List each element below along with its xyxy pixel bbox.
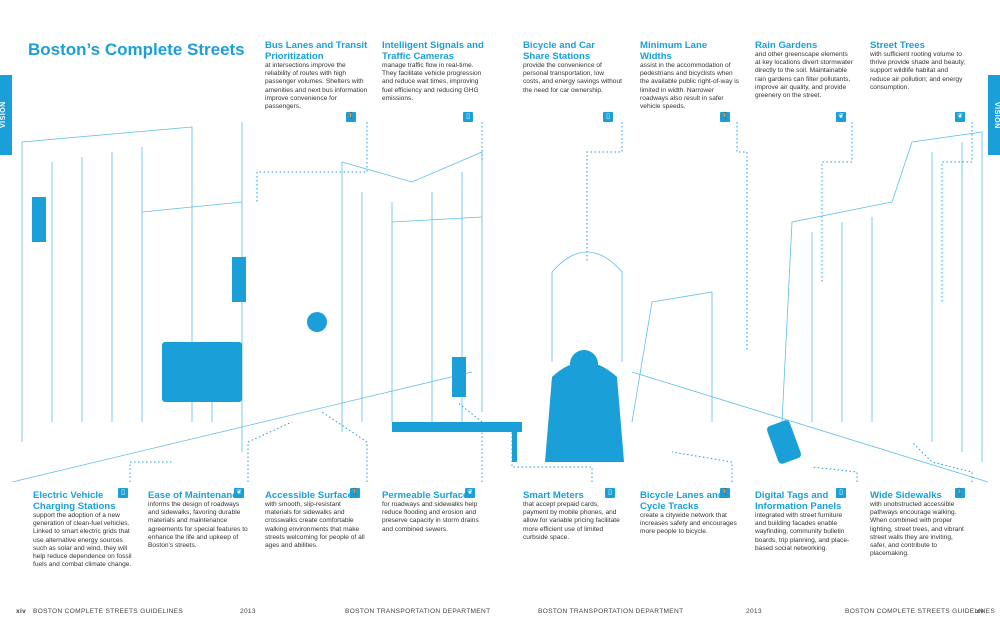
- callout-text: that accept prepaid cards, payment by mo…: [523, 501, 620, 541]
- page-title: Boston’s Complete Streets: [28, 40, 245, 59]
- walk-icon: 🚶: [720, 488, 730, 498]
- walk-icon: 🚶: [955, 488, 965, 498]
- footer-guide-left: BOSTON COMPLETE STREETS GUIDELINES: [33, 608, 184, 615]
- footer-page-left: xiv: [16, 608, 27, 615]
- mid-building: [341, 151, 483, 432]
- callout-bicycle-lanes: Bicycle Lanes and Cycle Tracks create a …: [640, 490, 740, 537]
- callout-heading: Rain Gardens: [755, 40, 818, 51]
- callout-heading: Minimum Lane Widths: [640, 40, 708, 62]
- phone-icon: ▯: [603, 112, 613, 122]
- phone-icon: ▯: [463, 112, 473, 122]
- bus: [162, 342, 242, 402]
- phone-icon: ▯: [118, 488, 128, 498]
- callout-heading: Bus Lanes and Transit Prioritization: [265, 40, 368, 62]
- callout-heading: Wide Sidewalks: [870, 490, 942, 501]
- right-building: [781, 131, 983, 462]
- callout-text: support the adoption of a new generation…: [33, 512, 132, 569]
- phone-icon: ▯: [605, 488, 615, 498]
- callout-wide-sidewalks: Wide Sidewalks with unobstructed accessi…: [870, 490, 970, 558]
- callout-smart-meters: Smart Meters that accept prepaid cards, …: [523, 490, 623, 542]
- callout-text: assist in the accommodation of pedestria…: [640, 62, 739, 111]
- callout-heading: Intelligent Signals and Traffic Cameras: [382, 40, 484, 62]
- callout-heading: Electric Vehicle Charging Stations: [33, 490, 116, 512]
- phone: [767, 420, 801, 464]
- callout-text: create a citywide network that increases…: [640, 512, 737, 536]
- callout-ev-charging: Electric Vehicle Charging Stations suppo…: [33, 490, 133, 569]
- callout-heading: Bicycle Lanes and Cycle Tracks: [640, 490, 724, 512]
- callout-heading: Digital Tags and Information Panels: [755, 490, 842, 512]
- footer-dept-right: BOSTON TRANSPORTATION DEPARTMENT: [538, 608, 684, 615]
- traffic-light: [232, 257, 246, 302]
- callout-maintenance: Ease of Maintenance informs the design o…: [148, 490, 248, 550]
- callout-bus-lanes: Bus Lanes and Transit Prioritization at …: [265, 40, 370, 111]
- callout-digital-tags: Digital Tags and Information Panels inte…: [755, 490, 855, 553]
- footer-guide-right: BOSTON COMPLETE STREETS GUIDELINES: [845, 608, 996, 615]
- side-tab-right: VISION: [988, 75, 1000, 155]
- callout-text: manage traffic flow in real-time. They f…: [382, 62, 482, 102]
- tree: [551, 251, 623, 362]
- side-tab-left: VISION: [0, 75, 12, 155]
- callout-heading: Ease of Maintenance: [148, 490, 243, 501]
- phone-icon: ▯: [836, 488, 846, 498]
- callout-text: integrated with street furniture and bui…: [755, 512, 850, 552]
- traffic-light: [32, 197, 46, 242]
- callout-text: with unobstructed accessible pathways en…: [870, 501, 964, 558]
- footer-dept-left: BOSTON TRANSPORTATION DEPARTMENT: [345, 608, 491, 615]
- callout-text: and other greenscape elements at key loc…: [755, 51, 853, 100]
- t-sign: [307, 312, 327, 332]
- leaf-icon: ❦: [836, 112, 846, 122]
- smart-meter: [452, 357, 466, 397]
- leaf-icon: ❦: [465, 488, 475, 498]
- callout-rain-gardens: Rain Gardens and other greenscape elemen…: [755, 40, 855, 100]
- callout-text: at intersections improve the reliability…: [265, 62, 368, 111]
- leaf-icon: ❦: [234, 488, 244, 498]
- bike-lane: [392, 422, 522, 432]
- footer-year-right: 2013: [746, 608, 762, 615]
- callout-text: provide the convenience of personal tran…: [523, 62, 622, 94]
- callout-heading: Street Trees: [870, 40, 925, 51]
- left-building: [21, 126, 193, 442]
- callout-street-trees: Street Trees with sufficient rooting vol…: [870, 40, 970, 92]
- footer-year-left: 2013: [240, 608, 256, 615]
- street-illustration: [12, 122, 988, 482]
- callout-heading: Bicycle and Car Share Stations: [523, 40, 595, 62]
- callout-permeable-surfaces: Permeable Surfaces for roadways and side…: [382, 490, 482, 534]
- leaf-icon: ❦: [955, 112, 965, 122]
- callout-heading: Permeable Surfaces: [382, 490, 474, 501]
- callout-lane-widths: Minimum Lane Widths assist in the accomm…: [640, 40, 740, 111]
- road-edges: [12, 371, 988, 482]
- callout-heading: Smart Meters: [523, 490, 584, 501]
- walk-icon: 🚶: [720, 112, 730, 122]
- callout-text: informs the design of roadways and sidew…: [148, 501, 248, 550]
- far-buildings: [631, 291, 713, 423]
- callout-share-stations: Bicycle and Car Share Stations provide t…: [523, 40, 623, 95]
- cyclist: [545, 362, 624, 462]
- footer-page-right: xv: [976, 608, 984, 615]
- callout-accessible-surfaces: Accessible Surfaces with smooth, slip-re…: [265, 490, 365, 550]
- callout-heading: Accessible Surfaces: [265, 490, 359, 501]
- callout-text: with smooth, slip-resistant materials fo…: [265, 501, 365, 550]
- walk-icon: 🚶: [346, 112, 356, 122]
- callout-text: for roadways and sidewalks help reduce f…: [382, 501, 479, 533]
- walk-icon: 🚶: [350, 488, 360, 498]
- callout-text: with sufficient rooting volume to thrive…: [870, 51, 966, 91]
- callout-intelligent-signals: Intelligent Signals and Traffic Cameras …: [382, 40, 487, 103]
